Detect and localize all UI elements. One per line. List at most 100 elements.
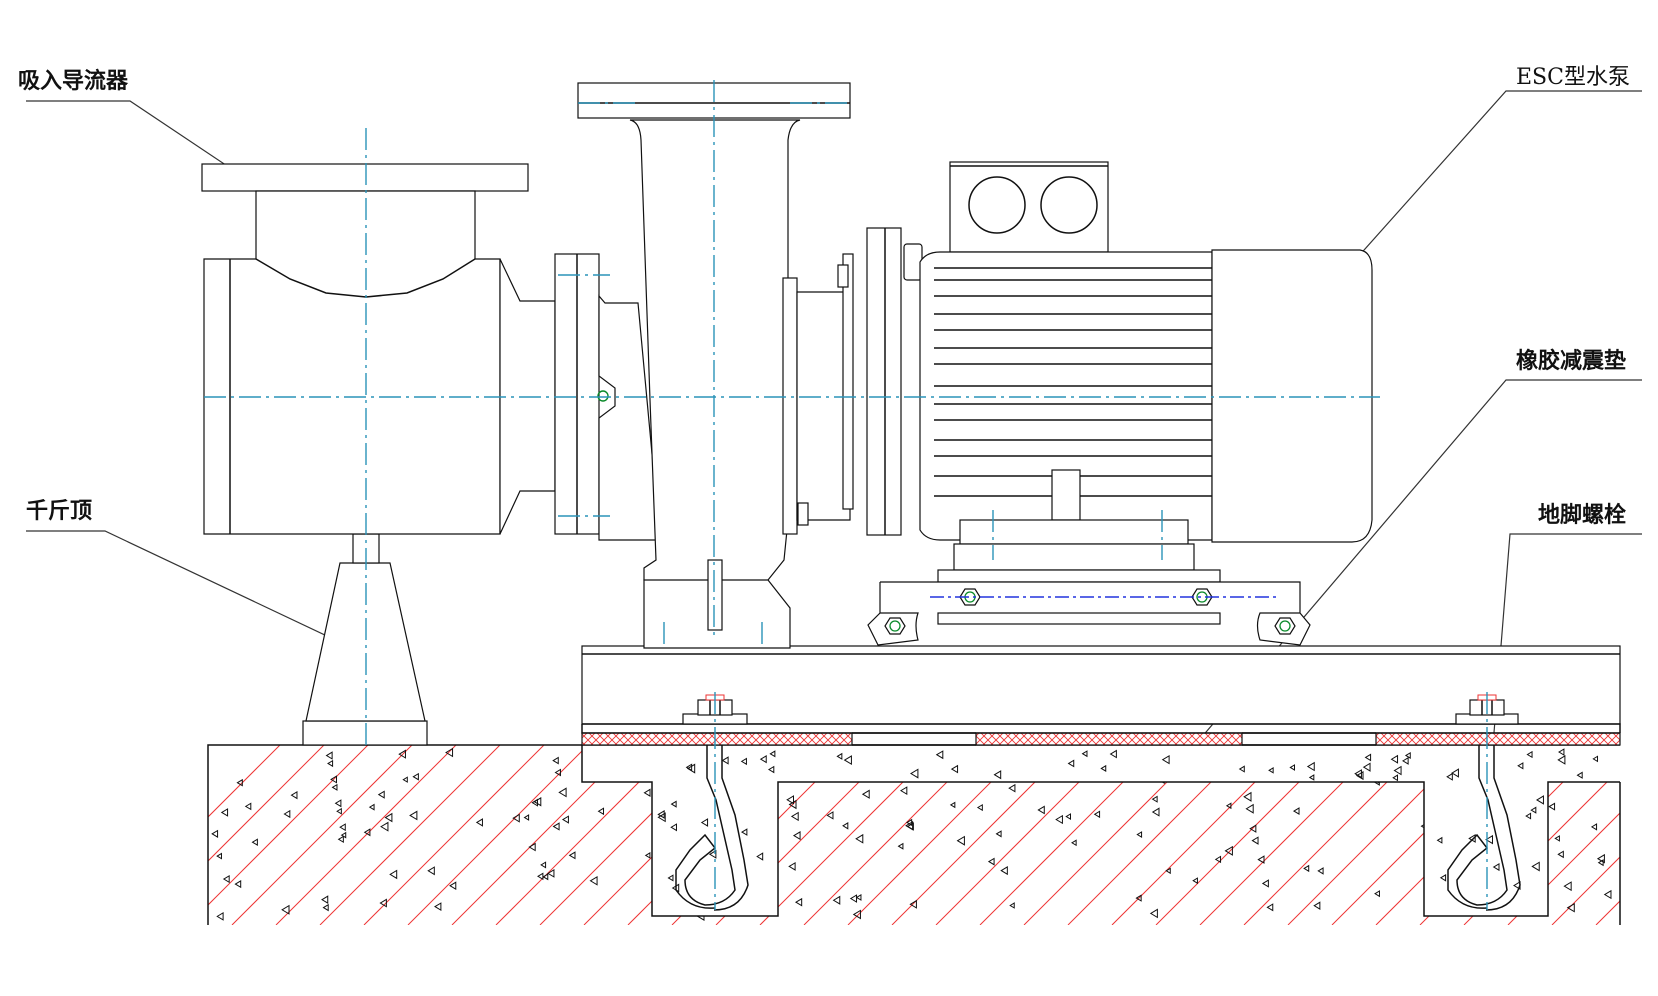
- aggregate-mark: [826, 811, 834, 820]
- aggregate-mark: [542, 873, 549, 881]
- base-frame: [581, 645, 1621, 734]
- bolt-head-top: [837, 264, 849, 288]
- aggregate-mark: [1517, 762, 1524, 770]
- aggregate-mark: [409, 810, 418, 821]
- leader-line: [26, 530, 366, 655]
- rubber-pads: [581, 732, 1621, 746]
- aggregate-mark: [1065, 813, 1071, 820]
- aggregate-mark: [1451, 768, 1459, 778]
- aggregate-mark: [211, 829, 219, 838]
- bolt-hook: [675, 745, 736, 909]
- centerlines: [204, 80, 1380, 750]
- seal-housing: [842, 253, 854, 510]
- aggregate-mark: [657, 810, 665, 819]
- nut-flats: [709, 700, 721, 715]
- aggregate-mark: [512, 813, 520, 823]
- pump-backplate: [782, 277, 798, 535]
- label-rubber-pad-text: 橡胶减震垫: [1516, 348, 1626, 374]
- aggregate-mark: [1557, 850, 1564, 859]
- pump-volute: [629, 119, 801, 593]
- aggregate-mark: [792, 831, 801, 841]
- aggregate-mark: [1257, 855, 1265, 864]
- aggregate-mark: [220, 808, 229, 817]
- aggregate-mark: [1165, 867, 1171, 875]
- aggregate-mark: [1364, 753, 1372, 762]
- aggregate-mark: [1401, 756, 1409, 765]
- motor-foot-top: [959, 519, 1189, 545]
- aggregate-mark: [861, 789, 870, 799]
- aggregate-mark: [1261, 879, 1269, 888]
- hatch-line: [208, 745, 325, 862]
- aggregate-mark: [842, 822, 849, 830]
- aggregate-mark: [644, 852, 651, 859]
- aggregate-mark: [330, 775, 338, 784]
- aggregate-mark: [843, 755, 852, 766]
- grout-layer: [582, 745, 1620, 782]
- aggregate-mark: [222, 874, 230, 884]
- pump-foot-bolt-lines: [663, 622, 763, 648]
- aggregate-mark: [1592, 755, 1599, 763]
- aggregate-mark: [855, 893, 862, 901]
- aggregate-mark: [380, 821, 389, 832]
- aggregate-mark: [334, 799, 342, 808]
- aggregate-mark: [283, 809, 291, 819]
- aggregate-mark: [331, 783, 338, 791]
- aggregate-mark: [1008, 783, 1016, 793]
- aggregate-mark: [445, 747, 454, 758]
- aggregate-mark: [1151, 795, 1158, 803]
- aggregate-mark: [337, 835, 344, 844]
- pump-suction-body: [598, 294, 661, 541]
- aggregate-mark: [216, 852, 222, 860]
- aggregate-mark: [1000, 866, 1008, 876]
- aggregate-mark: [363, 828, 371, 837]
- aggregate-mark: [949, 801, 956, 809]
- aggregate-mark: [1390, 754, 1399, 764]
- aggregate-mark: [398, 749, 406, 759]
- rubber-pad: [581, 732, 853, 746]
- aggregate-mark: [1303, 864, 1310, 873]
- aggregate-mark: [976, 803, 983, 812]
- motor-bracket: [867, 581, 1311, 646]
- jack-body: [305, 562, 426, 722]
- aggregate-mark: [849, 894, 858, 903]
- rubber-pad: [975, 732, 1243, 746]
- aggregate-mark: [741, 828, 748, 836]
- aggregate-mark: [1576, 771, 1583, 779]
- isolator-bolt: [1274, 617, 1296, 635]
- aggregate-mark: [216, 911, 224, 921]
- aggregate-mark: [769, 750, 776, 758]
- aggregate-mark: [1531, 861, 1540, 872]
- hatch-line: [208, 745, 281, 818]
- aggregate-mark: [389, 869, 398, 880]
- aggregate-mark: [788, 799, 797, 810]
- aggregate-mark: [657, 812, 666, 823]
- aggregate-mark: [1238, 765, 1245, 773]
- aggregate-mark: [1566, 902, 1575, 913]
- aggregate-mark: [1037, 805, 1045, 815]
- aggregate-mark: [552, 822, 560, 831]
- hatch-line: [407, 745, 589, 925]
- motor-base-plate: [937, 569, 1221, 583]
- aggregate-mark: [528, 842, 536, 852]
- aggregate-mark: [906, 818, 913, 827]
- aggregate-mark: [852, 909, 861, 920]
- bolt-hook-outer: [1485, 745, 1521, 911]
- aggregate-mark: [1224, 845, 1233, 856]
- hatch-line: [1640, 745, 1658, 925]
- label-jack-text: 千斤顶: [26, 499, 92, 524]
- terminal-box: [949, 161, 1109, 253]
- aggregate-mark: [1313, 901, 1321, 910]
- aggregate-mark: [1439, 874, 1447, 882]
- bracket-bottom-rail: [937, 612, 1221, 625]
- aggregate-mark: [1374, 890, 1380, 898]
- bolt-hook: [1447, 745, 1508, 909]
- suction-body: [203, 190, 501, 535]
- aggregate-mark: [756, 852, 764, 861]
- aggregate-mark: [956, 835, 965, 846]
- foundation-outline: [207, 744, 1621, 925]
- aggregate-mark: [1554, 835, 1560, 842]
- aggregate-mark: [597, 807, 605, 816]
- aggregate-mark: [558, 787, 567, 798]
- aggregate-mark: [1192, 877, 1198, 885]
- motor: [919, 161, 1373, 583]
